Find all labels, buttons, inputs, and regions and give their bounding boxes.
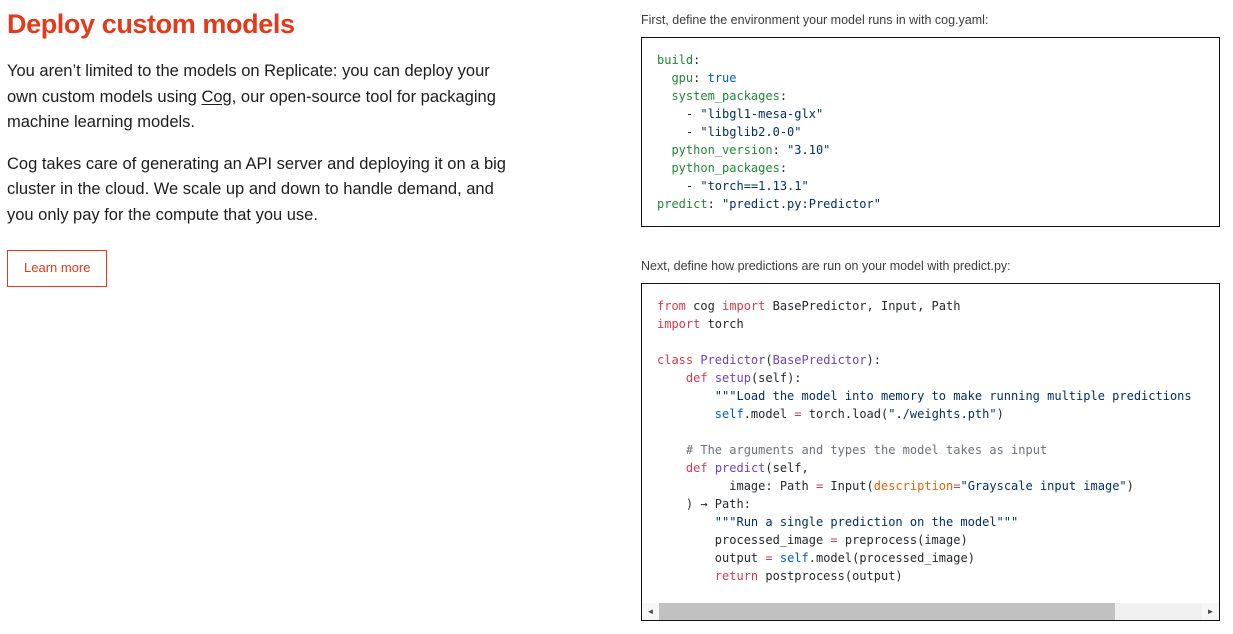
code-line: python_packages:: [671, 161, 788, 175]
code-line: def predict(self,: [685, 461, 809, 475]
scrollbar-right-arrow-icon[interactable]: ►: [1202, 603, 1219, 620]
paragraph-text: Cog takes care of generating an API serv…: [7, 154, 506, 173]
code-line: processed_image = preprocess(image): [657, 533, 968, 547]
python-section: Next, define how predictions are run on …: [641, 258, 1220, 621]
code-line: # The arguments and types the model take…: [685, 443, 1048, 457]
cog-yaml-code: build: gpu: true system_packages: - "lib…: [642, 38, 1219, 226]
code-line: system_packages:: [671, 89, 788, 103]
code-line: from cog import BasePredictor, Input, Pa…: [657, 299, 961, 313]
code-line: [657, 423, 1204, 441]
code-line: def setup(self):: [685, 371, 802, 385]
paragraph-text: you only pay for the compute that you us…: [7, 205, 318, 224]
scrollbar-left-arrow-icon[interactable]: ◄: [642, 603, 659, 620]
intro-paragraph-2: Cog takes care of generating an API serv…: [7, 152, 607, 229]
code-line: """Load the model into memory to make ru…: [714, 389, 1192, 403]
code-line: [657, 333, 1204, 351]
code-line: - "libgl1-mesa-glx": [657, 107, 824, 121]
code-line: image: Path = Input(description="Graysca…: [657, 479, 1134, 493]
scrollbar-thumb[interactable]: [659, 603, 1116, 620]
horizontal-scrollbar[interactable]: ◄ ►: [642, 603, 1219, 620]
code-line: """Run a single prediction on the model"…: [714, 515, 1019, 529]
code-line: output = self.model(processed_image): [657, 551, 975, 565]
code-line: import torch: [657, 317, 744, 331]
yaml-section-label: First, define the environment your model…: [641, 13, 989, 27]
code-line: python_version: "3.10": [671, 143, 831, 157]
code-line: ) → Path:: [657, 497, 751, 511]
predict-py-code: from cog import BasePredictor, Input, Pa…: [642, 284, 1219, 598]
intro-column: Deploy custom models You aren’t limited …: [7, 8, 607, 287]
learn-more-button[interactable]: Learn more: [7, 250, 108, 287]
code-line: - "libglib2.0-0": [657, 125, 802, 139]
predict-py-code-block: from cog import BasePredictor, Input, Pa…: [641, 283, 1220, 621]
code-line: gpu: true: [671, 71, 737, 85]
section-heading: Deploy custom models: [7, 9, 295, 39]
paragraph-text: You aren’t limited to the models on Repl…: [7, 62, 490, 80]
paragraph-text: cluster in the cloud. We scale up and do…: [7, 180, 494, 198]
cog-yaml-code-block: build: gpu: true system_packages: - "lib…: [641, 37, 1220, 227]
scrollbar-track[interactable]: [659, 603, 1202, 620]
yaml-section: First, define the environment your model…: [641, 12, 1220, 227]
paragraph-text: machine learning models.: [7, 113, 196, 131]
paragraph-text: own custom models using: [7, 87, 202, 106]
code-line: build:: [657, 53, 701, 67]
code-line: predict: "predict.py:Predictor": [657, 197, 881, 211]
code-line: - "torch==1.13.1": [657, 179, 809, 193]
intro-paragraph-1: You aren’t limited to the models on Repl…: [7, 59, 607, 136]
cog-link[interactable]: Cog: [201, 87, 232, 106]
code-examples-column: First, define the environment your model…: [641, 12, 1220, 621]
python-section-label: Next, define how predictions are run on …: [641, 259, 1011, 273]
paragraph-text: , our open-source tool for packaging: [231, 87, 496, 106]
code-line: return postprocess(output): [714, 569, 903, 583]
code-line: self.model = torch.load("./weights.pth"): [714, 407, 1004, 421]
code-line: class Predictor(BasePredictor):: [657, 353, 881, 367]
